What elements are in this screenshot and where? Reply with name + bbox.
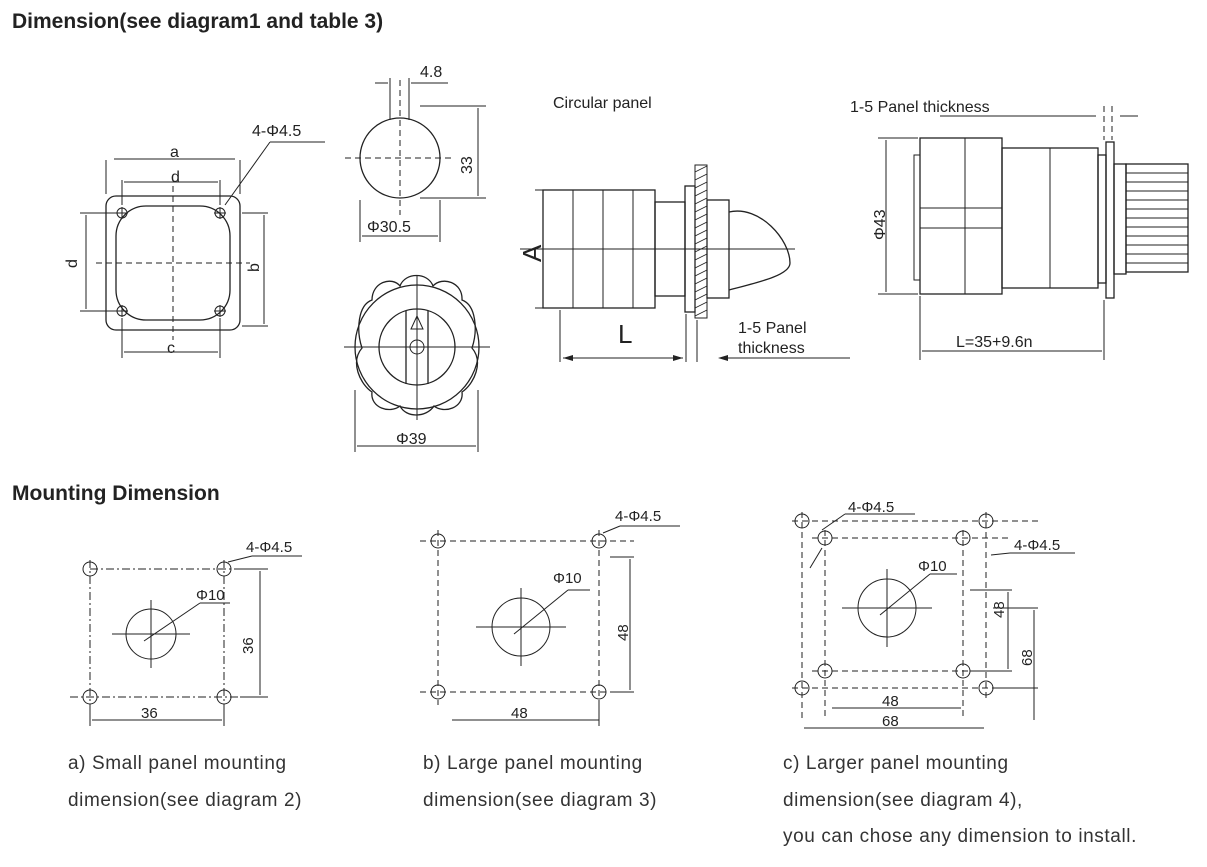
front-holes-label: 4-Φ4.5 bbox=[252, 123, 301, 140]
mounting-a-holes: 4-Φ4.5 bbox=[246, 539, 292, 556]
mounting-b-center: Φ10 bbox=[553, 570, 582, 587]
mounting-c-h-inner: 48 bbox=[991, 601, 1008, 618]
front-c-label: c bbox=[167, 340, 175, 357]
mounting-c-h-outer: 68 bbox=[1019, 649, 1036, 666]
mounting-c-caption-2: dimension(see diagram 4), bbox=[783, 790, 1023, 811]
mounting-a-diagram bbox=[70, 555, 302, 726]
mounting-title: Mounting Dimension bbox=[12, 482, 220, 505]
circular-panel-thickness-1: 1-5 Panel bbox=[738, 320, 807, 337]
mounting-a-caption-1: a) Small panel mounting bbox=[68, 753, 287, 774]
mounting-b-caption-2: dimension(see diagram 3) bbox=[423, 790, 657, 811]
mounting-c-caption-3: you can chose any dimension to install. bbox=[783, 826, 1137, 847]
circular-panel-A: A bbox=[517, 244, 547, 262]
front-d-left-label: d bbox=[64, 259, 81, 268]
mounting-a-h: 36 bbox=[240, 637, 257, 654]
front-a-label: a bbox=[170, 144, 179, 161]
front-view bbox=[80, 141, 325, 358]
mounting-b-holes: 4-Φ4.5 bbox=[615, 508, 661, 525]
mounting-c-caption-1: c) Larger panel mounting bbox=[783, 753, 1009, 774]
mounting-c-center: Φ10 bbox=[918, 558, 947, 575]
knob-top-view bbox=[345, 78, 486, 242]
square-panel-view bbox=[878, 106, 1189, 360]
mounting-c-w-inner: 48 bbox=[882, 693, 899, 710]
mounting-a-center: Φ10 bbox=[196, 587, 225, 604]
mounting-b-w: 48 bbox=[511, 705, 528, 722]
circular-panel-title: Circular panel bbox=[553, 95, 652, 112]
knob-dia-39-label: Φ39 bbox=[396, 431, 427, 448]
knob-dia-30-label: Φ30.5 bbox=[367, 219, 411, 236]
circular-panel-view bbox=[520, 164, 850, 362]
square-panel-length: L=35+9.6n bbox=[956, 334, 1033, 351]
mounting-c-holes-inner: 4-Φ4.5 bbox=[1014, 537, 1060, 554]
square-panel-dia-43: Φ43 bbox=[872, 209, 889, 240]
square-panel-thickness: 1-5 Panel thickness bbox=[850, 99, 990, 116]
mounting-c-w-outer: 68 bbox=[882, 713, 899, 730]
knob-height-label: 33 bbox=[459, 156, 476, 174]
circular-panel-thickness-2: thickness bbox=[738, 340, 805, 357]
front-d-top-label: d bbox=[171, 169, 180, 186]
mounting-b-caption-1: b) Large panel mounting bbox=[423, 753, 643, 774]
mounting-c-holes-outer: 4-Φ4.5 bbox=[848, 499, 894, 516]
mounting-b-h: 48 bbox=[615, 624, 632, 641]
mounting-b-diagram bbox=[420, 525, 680, 726]
knob-width-label: 4.8 bbox=[420, 64, 442, 81]
circular-panel-L: L bbox=[618, 319, 632, 349]
mounting-a-w: 36 bbox=[141, 705, 158, 722]
front-b-label: b bbox=[246, 263, 263, 272]
dimension-title: Dimension(see diagram1 and table 3) bbox=[12, 10, 383, 33]
mounting-c-diagram bbox=[792, 512, 1075, 729]
mounting-a-caption-2: dimension(see diagram 2) bbox=[68, 790, 302, 811]
knob-front-view bbox=[344, 274, 490, 452]
